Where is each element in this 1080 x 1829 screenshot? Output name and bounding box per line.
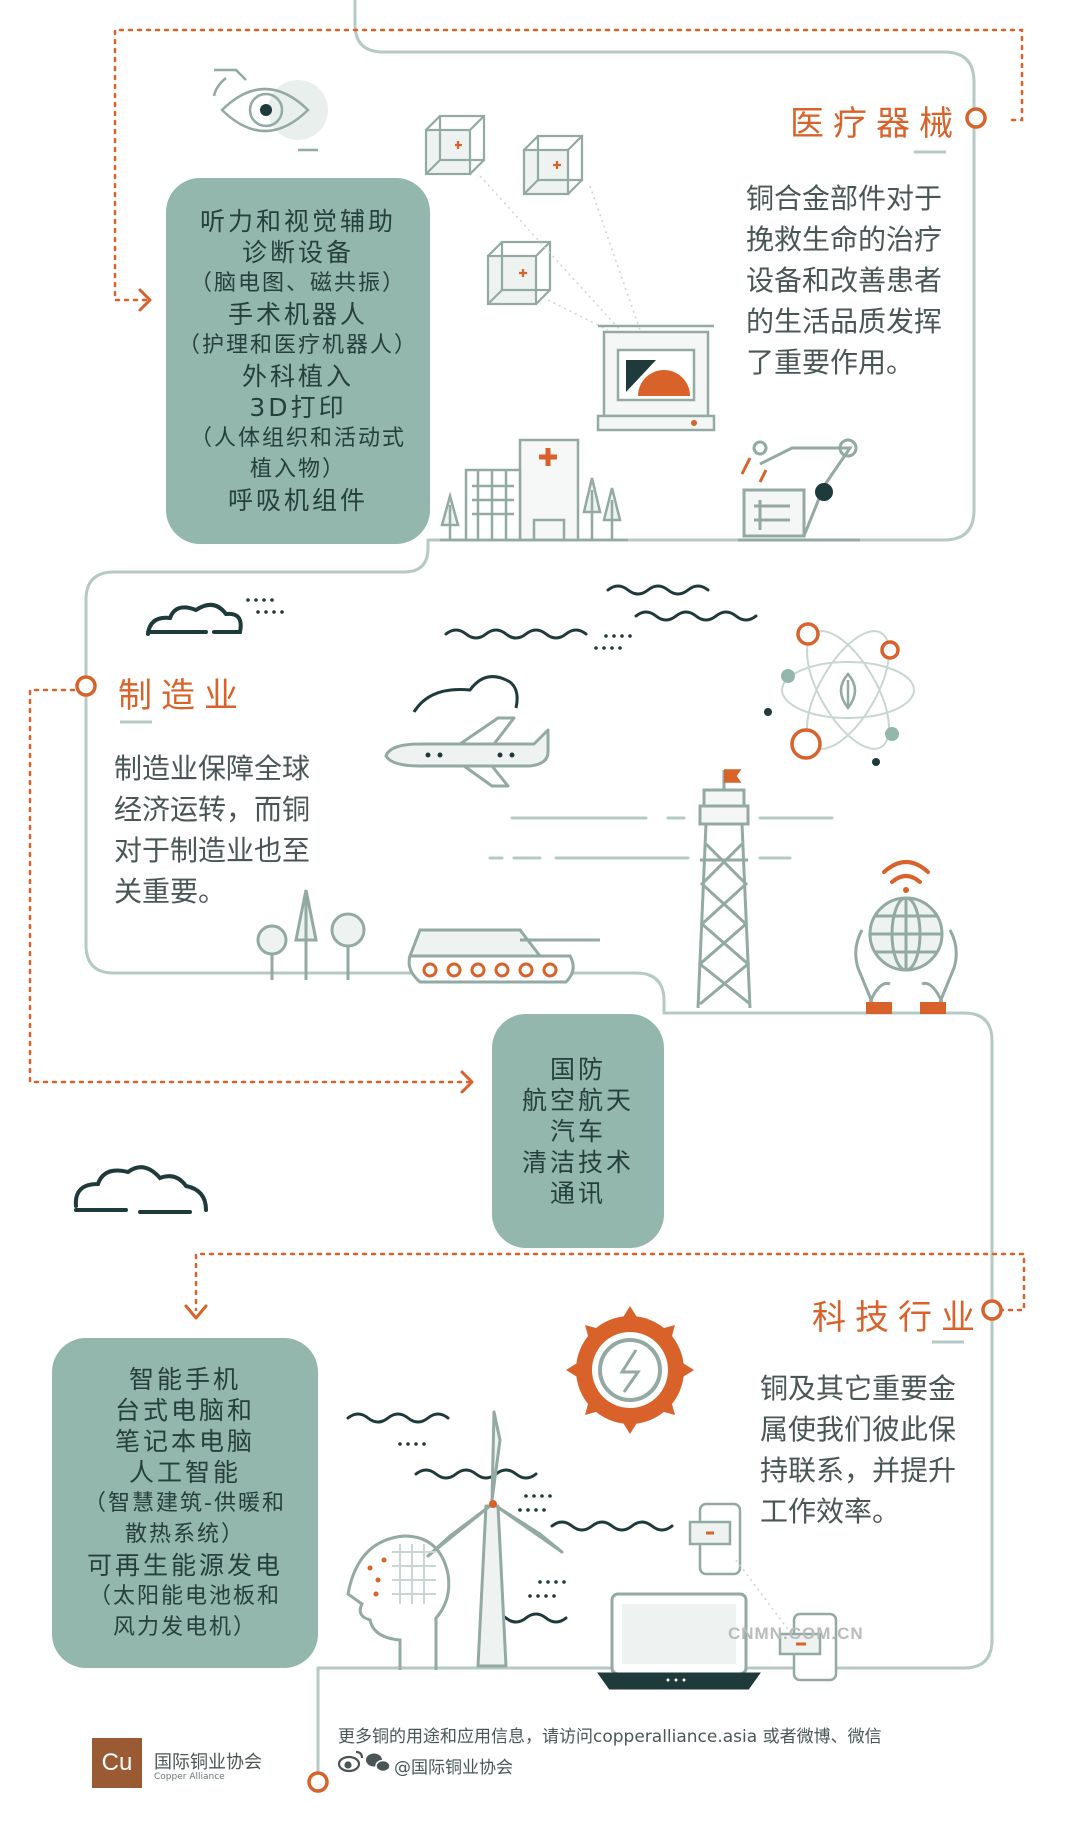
medical-description-line: 的生活品质发挥 — [746, 305, 943, 338]
technology-item: 台式电脑和 — [114, 1395, 255, 1425]
cube-icon-3 — [486, 240, 552, 306]
weibo-icon — [337, 1750, 364, 1773]
technology-description-line: 属使我们彼此保 — [760, 1413, 957, 1446]
laptop-icon — [597, 1592, 761, 1690]
wind-turbine-icon — [426, 1410, 564, 1668]
atom-icon — [764, 622, 915, 766]
trees-icon — [256, 889, 366, 980]
dots-decoration — [246, 598, 632, 650]
medical-description-line: 挽救生命的治疗 — [746, 223, 943, 256]
watermark: CNMN.COM.CN — [728, 1624, 864, 1643]
medical-description-line: 铜合金部件对于 — [746, 182, 943, 215]
technology-item: 人工智能 — [128, 1457, 241, 1487]
technology-item: （智慧建筑-供暖和 — [84, 1490, 286, 1516]
tower-icon — [696, 769, 752, 1009]
technology-description-line: 持联系，并提升 — [760, 1454, 957, 1487]
medical-item: 手术机器人 — [227, 300, 368, 329]
airplane-icon — [384, 675, 550, 788]
medical-item: 呼吸机组件 — [227, 486, 368, 515]
technology-item: （太阳能电池板和 — [88, 1583, 281, 1609]
wechat-icon — [366, 1753, 391, 1773]
medical-item: （护理和医疗机器人） — [177, 333, 418, 358]
medical-description-line: 了重要作用。 — [746, 346, 915, 379]
dots-decoration-2 — [398, 1442, 566, 1598]
cloud-icon-2 — [73, 1165, 208, 1214]
flow-path — [84, 0, 976, 1015]
manufacturing-heading: 制造业 — [118, 676, 247, 716]
cube-icon-1 — [424, 114, 486, 176]
manufacturing-description: 制造业保障全球 经济运转，而铜 对于制造业也至 关重要。 — [114, 748, 344, 912]
technology-item: 可再生能源发电 — [86, 1550, 283, 1580]
manufacturing-description-line: 对于制造业也至 — [114, 834, 311, 867]
social-handle: @国际铜业协会 — [394, 1758, 513, 1778]
technology-applications-box: 智能手机 台式电脑和 笔记本电脑 人工智能 （智慧建筑-供暖和 散热系统） 可再… — [52, 1338, 318, 1668]
footer-info-text: 更多铜的用途和应用信息，请访问copperalliance.asia 或者微博、… — [338, 1727, 882, 1747]
tablet-icon — [778, 1612, 838, 1682]
technology-description-line: 铜及其它重要金 — [760, 1372, 957, 1405]
cloud-icon — [146, 602, 243, 636]
manufacturing-item: 航空航天 — [521, 1085, 634, 1115]
wave-lines — [444, 584, 758, 640]
manufacturing-description-line: 关重要。 — [114, 875, 227, 908]
medical-item: 3D打印 — [249, 393, 347, 422]
medical-description-line: 设备和改善患者 — [746, 264, 943, 297]
sun-solar-icon — [566, 1306, 694, 1434]
manufacturing-description-line: 经济运转，而铜 — [114, 793, 311, 826]
cube-icon-2 — [522, 134, 584, 196]
technology-item: 笔记本电脑 — [114, 1426, 255, 1456]
medical-item: 植入物） — [249, 457, 346, 482]
robot-arm-icon — [738, 438, 860, 542]
flow-path-2 — [316, 1011, 994, 1780]
node-end — [307, 1771, 329, 1793]
technology-item: 风力发电机） — [112, 1614, 257, 1640]
technology-item: 散热系统） — [124, 1521, 245, 1547]
manufacturing-item: 清洁技术 — [521, 1147, 634, 1177]
technology-description-line: 工作效率。 — [760, 1495, 901, 1528]
manufacturing-item: 汽车 — [549, 1116, 606, 1146]
node-manufacturing — [75, 675, 97, 697]
arrow-right-icon-2 — [460, 1070, 474, 1094]
medical-applications-box: 听力和视觉辅助 诊断设备 （脑电图、磁共振） 手术机器人 （护理和医疗机器人） … — [166, 178, 430, 544]
node-technology — [981, 1299, 1003, 1321]
medical-item: （人体组织和活动式 — [189, 426, 406, 451]
manufacturing-item: 国防 — [549, 1054, 606, 1084]
copper-alliance-logo: Cu — [92, 1738, 142, 1788]
eye-icon — [212, 68, 328, 152]
tank-icon — [407, 928, 600, 984]
manufacturing-description-line: 制造业保障全球 — [114, 752, 311, 785]
globe-hands-icon — [854, 896, 958, 1014]
cube-icons — [424, 114, 641, 331]
medical-description: 铜合金部件对于 挽救生命的治疗 设备和改善患者 的生活品质发挥 了重要作用。 — [746, 178, 976, 383]
technology-heading: 科技行业 — [812, 1298, 984, 1338]
connector-technology — [194, 1252, 1026, 1312]
medical-item: 诊断设备 — [241, 238, 354, 267]
medical-item: （脑电图、磁共振） — [189, 271, 406, 296]
org-name-en: Copper Alliance — [154, 1772, 225, 1782]
medical-item: 听力和视觉辅助 — [199, 207, 396, 236]
3d-printer-icon — [596, 324, 716, 432]
connector-manufacturing — [28, 688, 472, 1084]
connector-medical — [113, 28, 1024, 302]
medical-heading: 医疗器械 — [790, 104, 962, 144]
arrow-right-icon — [138, 288, 152, 312]
wave-lines-2 — [346, 1412, 674, 1624]
hospital-icon — [440, 438, 628, 542]
speed-lines — [488, 816, 834, 860]
node-medical — [965, 107, 987, 129]
manufacturing-item: 通讯 — [549, 1178, 606, 1208]
manufacturing-applications-box: 国防 航空航天 汽车 清洁技术 通讯 — [492, 1014, 664, 1248]
logo-symbol: Cu — [101, 1749, 133, 1776]
technology-item: 智能手机 — [128, 1364, 241, 1394]
wifi-icon — [882, 860, 930, 893]
ai-head-icon — [346, 1534, 451, 1670]
arrow-down-icon — [184, 1304, 208, 1320]
medical-item: 外科植入 — [241, 362, 354, 391]
phone-icon — [688, 1502, 742, 1576]
technology-description: 铜及其它重要金 属使我们彼此保 持联系，并提升 工作效率。 — [760, 1368, 990, 1532]
org-name-cn: 国际铜业协会 — [154, 1752, 262, 1773]
